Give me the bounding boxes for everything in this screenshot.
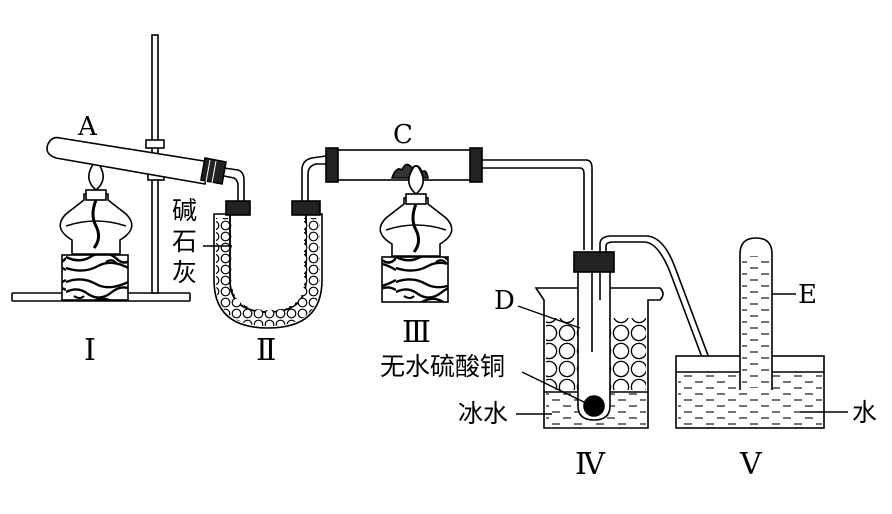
roman-III: Ⅲ: [402, 315, 431, 350]
D-pointer: [517, 305, 581, 329]
soda-lime-char-3: 灰: [172, 258, 198, 287]
tube-3: [482, 159, 593, 250]
roman-IV: Ⅳ: [575, 447, 605, 482]
label-ice-water: 冰水: [458, 399, 509, 428]
label-C: C: [393, 120, 413, 150]
label-water: 水: [852, 398, 878, 427]
label-anhydrous-cuso4: 无水硫酸铜: [380, 352, 506, 381]
label-E: E: [798, 280, 817, 310]
label-A: A: [78, 112, 97, 142]
tube-1: [223, 167, 245, 205]
alcohol-lamp-3: [379, 165, 453, 303]
test-tube-A: [46, 136, 227, 185]
roman-II: Ⅱ: [256, 333, 277, 368]
trough-V: [675, 237, 825, 429]
u-tube: [213, 200, 323, 329]
alcohol-lamp-1: [59, 161, 133, 301]
soda-lime-char-2: 石: [172, 227, 198, 256]
cuso4-pointer: [521, 371, 589, 405]
combustion-tube-C: [325, 147, 483, 183]
label-soda-lime: 碱 石 灰: [172, 198, 202, 291]
beaker-IV: [534, 251, 664, 429]
roman-I: Ⅰ: [84, 333, 96, 368]
soda-lime-char-1: 碱: [172, 196, 198, 225]
tube-2: [301, 155, 327, 201]
roman-V: Ⅴ: [740, 447, 762, 482]
label-D: D: [494, 286, 515, 316]
